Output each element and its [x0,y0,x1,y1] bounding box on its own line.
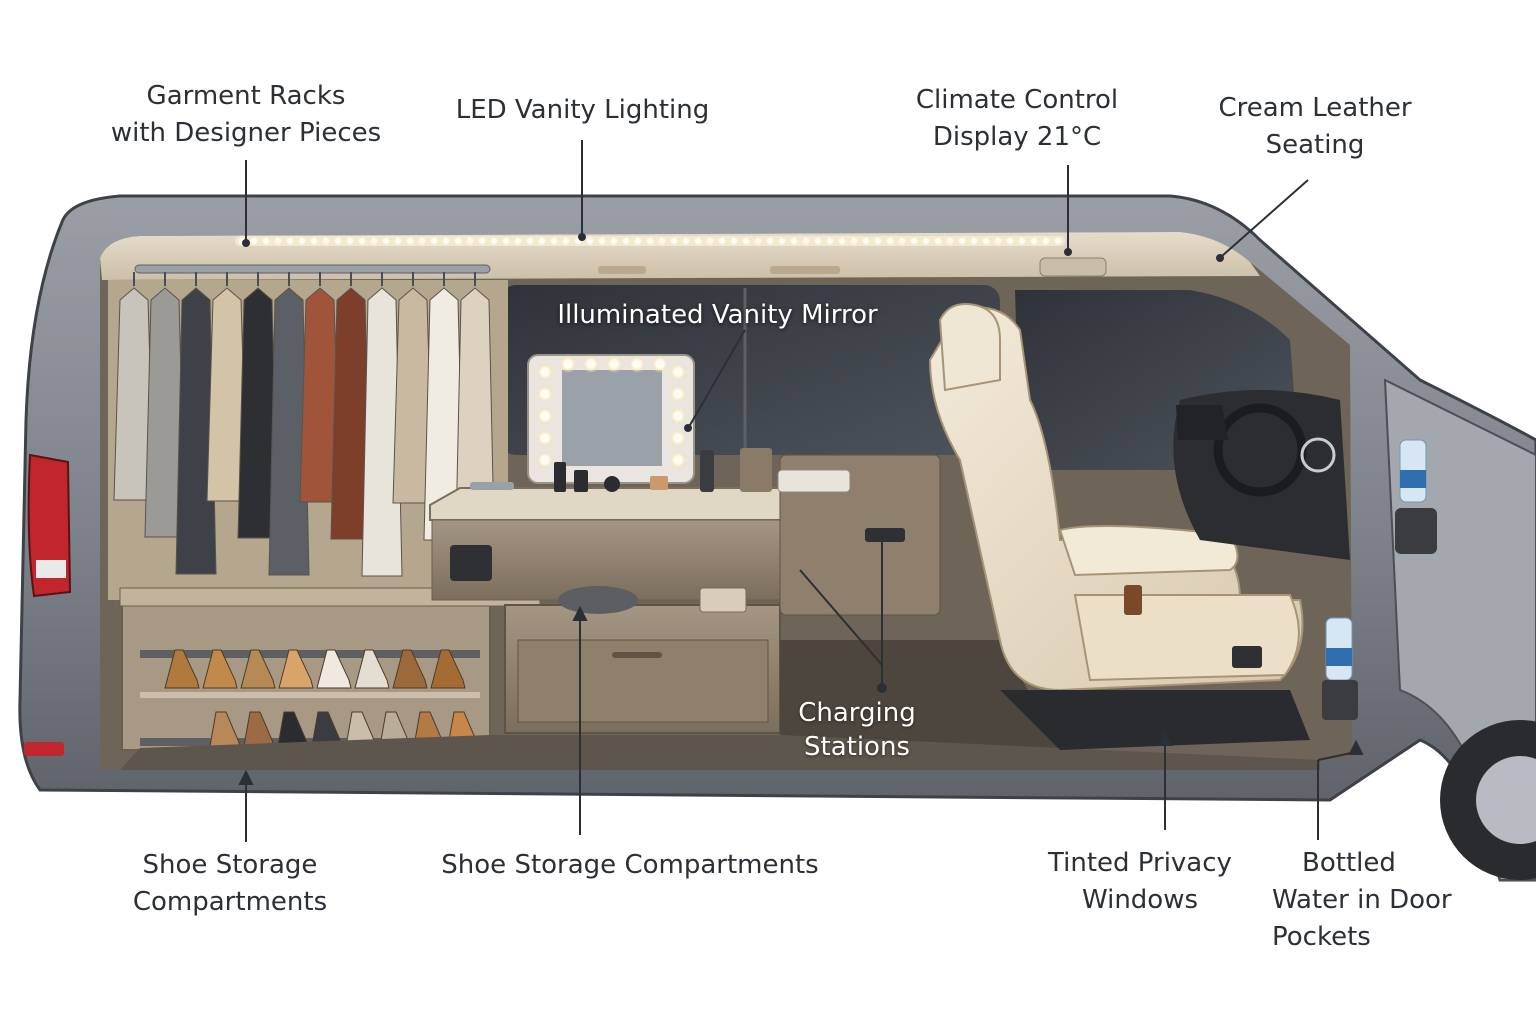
callout-text: Cream Leather [1218,93,1412,123]
callout-text: Illuminated Vanity Mirror [557,300,878,330]
brand-emblem [1300,437,1336,473]
callout-text: Seating [1265,130,1365,160]
callout-text: LED Vanity Lighting [455,95,710,125]
mini-fridge-door [450,545,492,581]
callout-text: Shoe Storage [142,850,318,880]
door-pocket-upper [1395,508,1437,554]
ceiling-vent [770,266,840,274]
led-light-strip [235,235,1065,247]
callout-text: Pockets [1272,922,1371,952]
vanity-mirror-glass [562,370,662,466]
shoe-rack-upper [140,650,480,658]
callout-text: Shoe Storage Compartments [441,850,819,880]
callout-bottled-water: Bottled Water in Door Pockets [1272,845,1482,956]
captain-seat [928,303,1310,750]
reverse-light [36,560,66,578]
callout-lines [238,140,1364,842]
callout-text: Windows [1081,885,1199,915]
rear-reflector [24,742,64,756]
shelf-divider [140,692,480,698]
cabin-floor [120,735,1320,770]
callout-garment-racks: Garment Racks with Designer Pieces [96,78,396,152]
side-mirror [1176,405,1228,440]
callout-text: Charging [798,698,916,728]
callout-tinted-windows: Tinted Privacy Windows [1030,845,1250,919]
callout-text: Climate Control [915,85,1119,115]
callout-shoe-storage-left: Shoe Storage Compartments [110,847,350,921]
callout-charging-stations: Charging Stations [782,696,932,764]
wireless-charger-pad [558,586,638,614]
tablet-holder [777,469,851,493]
mirror-bulbs [536,355,687,469]
callout-text: with Designer Pieces [110,118,382,148]
callout-text: Stations [804,732,910,762]
callout-shoe-storage-center: Shoe Storage Compartments [425,847,835,884]
callout-led-lighting: LED Vanity Lighting [430,92,735,129]
door-pocket-lower [1322,680,1358,720]
callout-vanity-mirror: Illuminated Vanity Mirror [555,297,880,334]
callout-cream-leather: Cream Leather Seating [1210,90,1420,164]
callout-text: Bottled [1302,848,1396,878]
ceiling-vent [598,266,646,274]
callout-text: Display 21°C [932,122,1102,152]
callout-climate-control: Climate Control Display 21°C [892,82,1142,156]
callout-text: Compartments [132,887,328,917]
side-console [779,454,941,616]
callout-text: Garment Racks [146,81,346,111]
clothing-rail [134,264,491,274]
garment-group [113,272,496,578]
climate-display [1039,257,1107,277]
shoe-group [164,649,479,747]
callout-text: Water in Door [1272,885,1452,915]
charging-port [865,528,905,542]
callout-text: Tinted Privacy [1048,848,1232,878]
